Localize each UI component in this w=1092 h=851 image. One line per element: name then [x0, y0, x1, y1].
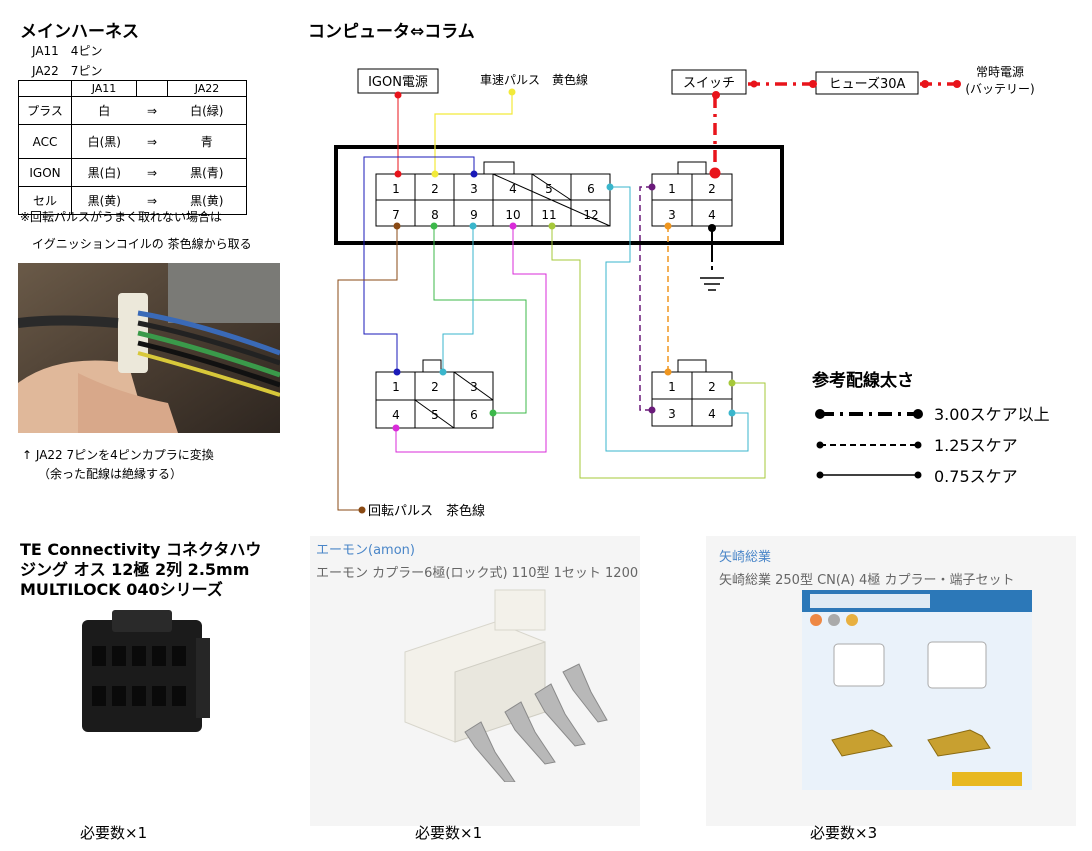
wire-speed-yellow: [434, 92, 513, 174]
harness-line-ja22: JA22 7ピン: [32, 64, 103, 78]
battery-label-1: 常時電源: [976, 65, 1024, 79]
product-image-yazaki[interactable]: [802, 590, 1032, 790]
harness-table: JA11 JA22 プラス 白 ⇒ 白(緑) ACC 白(黒) ⇒ 青 IGON…: [18, 80, 247, 215]
table-row: ACC 白(黒) ⇒ 青: [18, 124, 247, 159]
wire-cyan-b: [605, 186, 749, 452]
battery-label-2: (バッテリー): [965, 82, 1034, 96]
product-image-te[interactable]: [20, 608, 270, 748]
table-row: セル 黒(黄) ⇒ 黒(黄): [18, 186, 247, 215]
table-cell: 白(緑): [167, 96, 247, 125]
fuse-label: ヒューズ30A: [829, 76, 906, 92]
wiring-diagram: IGON電源 車速パルス 黄色線 スイッチ ヒューズ30A 常時電源 (バッテリ…: [334, 65, 1050, 519]
legend-label: 1.25スケア: [934, 436, 1018, 455]
harness-note-2: イグニッションコイルの 茶色線から取る: [32, 237, 252, 251]
pin-label: 4: [708, 407, 716, 421]
wire-magenta: [395, 226, 547, 453]
pin-label: 1: [668, 182, 676, 196]
igon-label: IGON電源: [368, 75, 428, 90]
product-brand-amon[interactable]: エーモン(amon): [316, 543, 415, 558]
pin-label: 10: [505, 208, 520, 222]
switch-label: スイッチ: [683, 76, 735, 91]
product-title-te[interactable]: TE Connectivity コネクタハウジング オス 12極 2列 2.5m…: [20, 540, 262, 599]
pin-label: 4: [392, 408, 400, 422]
pin-label: 11: [541, 208, 556, 222]
switch-box: [671, 69, 747, 95]
pin-label: 2: [431, 182, 439, 196]
table-cell: ⇒: [136, 96, 168, 125]
legend-label: 3.00スケア以上: [934, 405, 1050, 424]
pin-label: 3: [668, 208, 676, 222]
pin-label: 1: [392, 182, 400, 196]
product-qty-yazaki: 必要数×3: [810, 824, 878, 842]
computer-frame: [334, 145, 784, 245]
ground-icon: [700, 277, 724, 291]
pin-label: 2: [708, 182, 716, 196]
wire-green: [433, 226, 527, 414]
table-cell: ⇒: [136, 186, 168, 215]
photo-caption-1: ↑ JA22 7ピンを4ピンカプラに変換: [22, 448, 214, 462]
pin-label: 3: [668, 407, 676, 421]
product-qty-amon: 必要数×1: [415, 824, 483, 842]
diagram-title: コンピュータ⇔コラム: [308, 22, 475, 42]
table-cell: ACC: [18, 124, 72, 159]
pin-label: 9: [470, 208, 478, 222]
product-brand-yazaki[interactable]: 矢崎総業: [719, 550, 772, 565]
legend-item-heavy: 3.00スケア以上: [815, 405, 1050, 424]
pin-label: 6: [587, 182, 595, 196]
connector-4pin-computer: 1 2 3 4: [651, 161, 733, 227]
wire-cyan-a: [442, 226, 474, 372]
table-row: JA11 JA22: [18, 80, 247, 97]
pin-label: 12: [583, 208, 598, 222]
pin-label: 1: [392, 380, 400, 394]
table-cell: 黒(黄): [167, 186, 247, 215]
rotation-pulse-label: 回転パルス 茶色線: [368, 503, 485, 519]
pin-label: 2: [431, 380, 439, 394]
product-qty-te: 必要数×1: [80, 824, 148, 842]
pin-label: 2: [708, 380, 716, 394]
igon-label-box: [357, 68, 439, 94]
wire-blue: [363, 156, 475, 372]
table-cell: 黒(青): [167, 158, 247, 187]
table-row: プラス 白 ⇒ 白(緑): [18, 96, 247, 125]
product-image-amon[interactable]: [395, 582, 615, 783]
table-cell: ⇒: [136, 124, 168, 159]
harness-note-1: ※回転パルスがうまく取れない場合は: [20, 210, 223, 224]
pin-label: 5: [545, 182, 553, 196]
connector-6pin: 1 2 3 4 5 6: [375, 359, 494, 429]
table-cell: 黒(白): [71, 158, 137, 187]
connector-4pin-column: 1 2 3 4: [651, 359, 733, 427]
pin-label: 3: [470, 182, 478, 196]
pin-label: 1: [668, 380, 676, 394]
pin-label: 8: [431, 208, 439, 222]
speed-pulse-label: 車速パルス 黄色線: [480, 72, 588, 87]
harness-line-ja11: JA11 4ピン: [32, 44, 103, 58]
pin-label: 4: [509, 182, 517, 196]
harness-title: メインハーネス: [20, 22, 139, 42]
harness-photo: [18, 263, 280, 433]
legend-item-medium: 1.25スケア: [816, 436, 1018, 455]
legend-item-thin: 0.75スケア: [816, 467, 1018, 486]
pin-label: 6: [470, 408, 478, 422]
table-cell: プラス: [18, 96, 72, 125]
legend-title: 参考配線太さ: [812, 370, 914, 391]
wire-purple-dashed: [639, 186, 652, 411]
pin-label: 3: [470, 380, 478, 394]
pin-label: 4: [708, 208, 716, 222]
table-cell: 黒(黄): [71, 186, 137, 215]
photo-caption-2: （余った配線は絶縁する）: [38, 467, 183, 481]
pin-label: 7: [392, 208, 400, 222]
product-title-yazaki[interactable]: 矢崎総業 250型 CN(A) 4極 カプラー・端子セット: [719, 573, 1015, 588]
connector-12pin: 1 2 3 4 5 6 7 8 9 10 11 12: [375, 161, 611, 227]
wire-lime: [551, 226, 766, 479]
wire-brown: [337, 226, 398, 511]
product-title-amon[interactable]: エーモン カプラー6極(ロック式) 110型 1セット 1200: [316, 566, 639, 581]
legend-label: 0.75スケア: [934, 467, 1018, 486]
pin-label: 5: [431, 408, 439, 422]
